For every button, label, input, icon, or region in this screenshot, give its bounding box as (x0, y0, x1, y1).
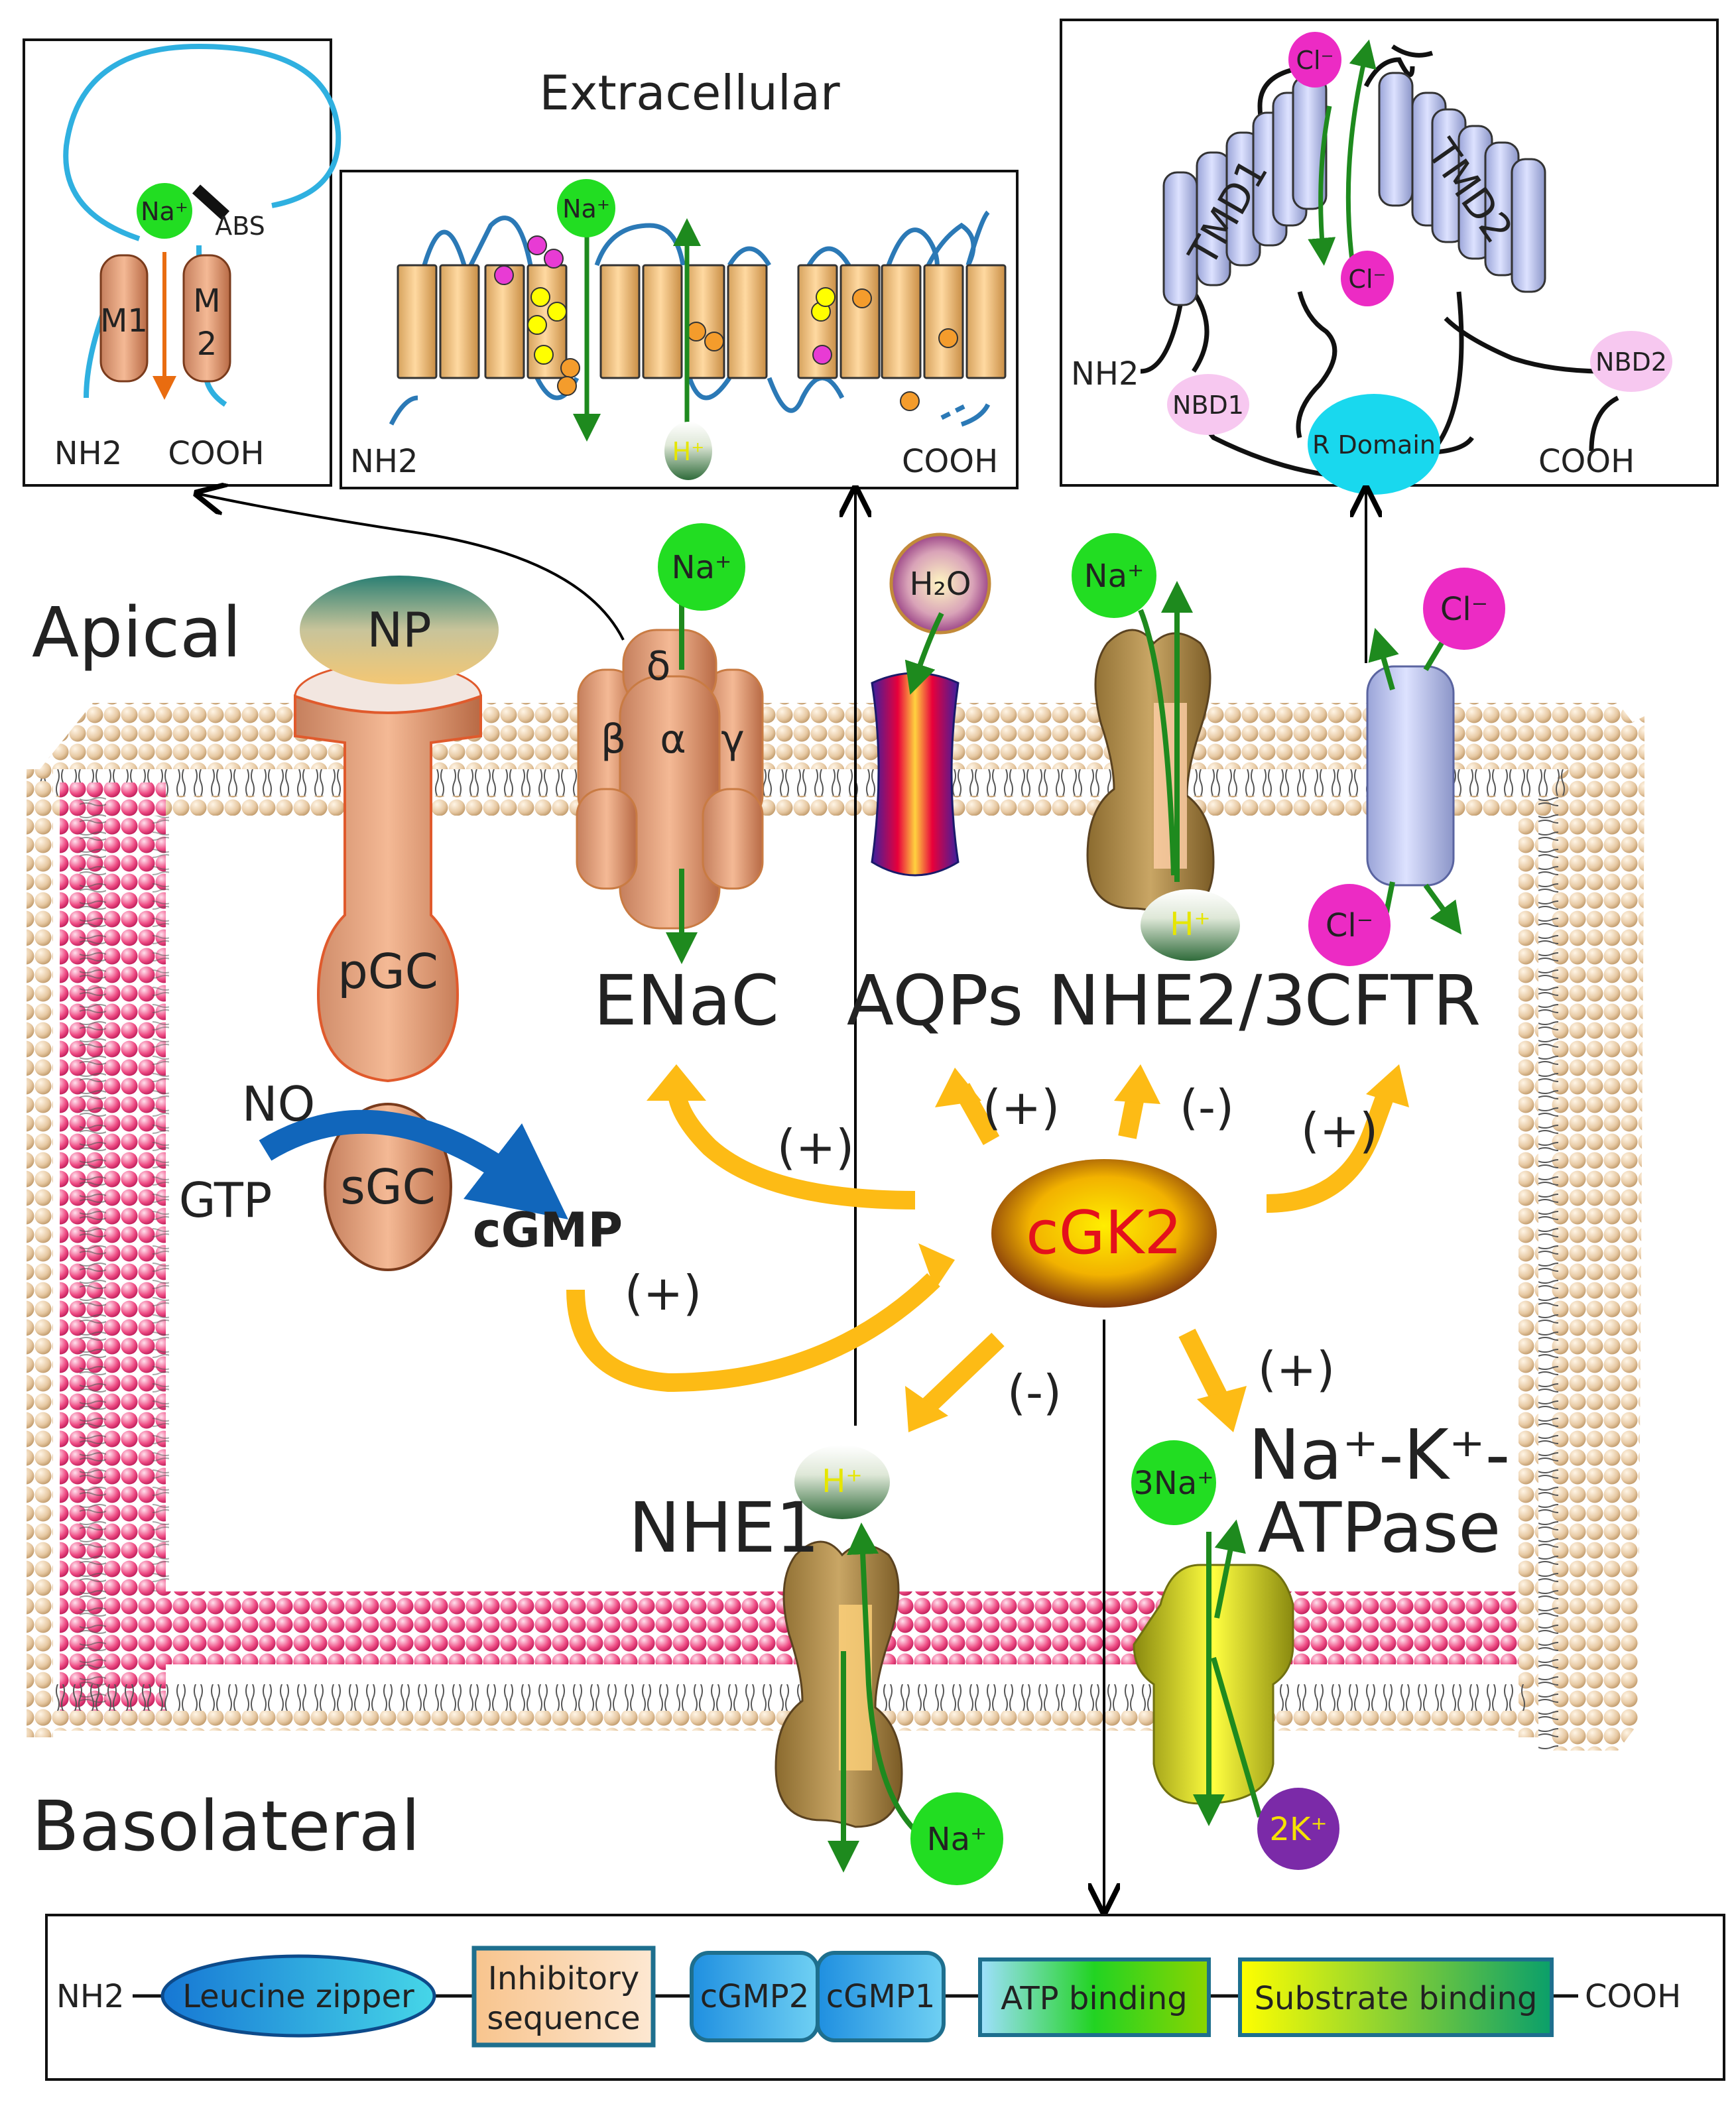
nhe23-channel: Na⁺ H⁺ NHE2/3 (1048, 533, 1306, 1041)
enac-delta-label: δ (647, 643, 671, 690)
sgc-enzyme: sGC NO GTP cGMP (179, 1076, 623, 1271)
enac-na-label: Na⁺ (672, 549, 732, 586)
effect-nak: (+) (1258, 1341, 1335, 1397)
cftr-label: CFTR (1304, 960, 1481, 1041)
asic-na-label: Na⁺ (141, 197, 188, 226)
cgk2-label: cGK2 (1026, 1198, 1182, 1268)
basolateral-label: Basolateral (32, 1786, 420, 1867)
domain-nh2: NH2 (56, 1978, 125, 2015)
asic-abs-label: ABS (215, 212, 265, 241)
effect-nhe1: (-) (1007, 1365, 1062, 1420)
cftr-inset-cl-mid: Cl⁻ (1348, 265, 1386, 294)
nhe1-h-label: H⁺ (822, 1463, 862, 1500)
pgc-receptor: NP pGC (294, 576, 499, 1083)
asic-nh2-label: NH2 (54, 435, 123, 472)
apical-label: Apical (32, 592, 241, 673)
enac-topology-inset: Na⁺ H⁺ NH2 COOH (340, 170, 1019, 489)
nbd1-label: NBD1 (1172, 391, 1244, 420)
cgk2-domain-bar: NH2 Leucine zipper Inhibitory sequence c… (45, 1914, 1725, 2081)
enac-inset-na-label: Na⁺ (562, 194, 610, 223)
enac-gamma-label: γ (721, 716, 745, 763)
effect-cgmp-cgk2: (+) (625, 1265, 702, 1321)
nhe23-label: NHE2/3 (1048, 960, 1306, 1041)
enac-inset-h-label: H⁺ (672, 437, 705, 466)
aqps-label: AQPs (847, 960, 1023, 1041)
cgk2-kinase: cGK2 (991, 1159, 1217, 1308)
effect-cftr: (+) (1301, 1103, 1379, 1158)
nbd2-label: NBD2 (1595, 347, 1667, 377)
domain-cgmp2: cGMP2 (700, 1978, 809, 2015)
effect-arrowheads (647, 1064, 1409, 1432)
domain-inhib-1: Inhibitory (488, 1960, 639, 1997)
domain-substrate: Substrate binding (1255, 1980, 1538, 2017)
nhe23-na-label: Na⁺ (1084, 558, 1145, 595)
enac-beta-label: β (601, 716, 626, 763)
asic-cooh-label: COOH (168, 435, 264, 472)
effect-aqps: (+) (983, 1080, 1060, 1135)
aqp-channel: H₂O AQPs (847, 532, 1023, 1041)
cftr-topology-inset: TMD1 TMD2 Cl⁻ Cl⁻ NH2 NBD1 NBD2 R Domain… (1060, 19, 1719, 495)
nhe23-h-label: H⁺ (1170, 906, 1210, 943)
nhe1-na-label: Na⁺ (927, 1821, 987, 1858)
pgc-label: pGC (338, 944, 438, 999)
effect-nhe23: (-) (1180, 1080, 1234, 1135)
enac-inset-nh2-label: NH2 (350, 443, 418, 480)
nak-label-line1: Na⁺-K⁺- (1249, 1414, 1511, 1495)
no-label: NO (242, 1076, 316, 1132)
nak-label-line2: ATPase (1258, 1487, 1501, 1568)
np-label: NP (367, 602, 431, 658)
inset-connectors (199, 491, 1366, 1910)
domain-inhib-2: sequence (487, 2000, 640, 2037)
cftr-cl-in-label: Cl⁻ (1326, 907, 1373, 944)
nak-3na-label: 3Na⁺ (1133, 1465, 1213, 1502)
r-domain-label: R Domain (1312, 430, 1436, 460)
cftr-inset-cooh: COOH (1538, 443, 1635, 480)
enac-alpha-label: α (660, 716, 686, 763)
asic-m2-label-b: 2 (197, 326, 217, 363)
domain-cgmp1: cGMP1 (826, 1978, 935, 2015)
domain-leucine: Leucine zipper (182, 1978, 414, 2015)
nak-atpase: 3Na⁺ 2K⁺ Na⁺-K⁺- ATPase (1131, 1414, 1510, 1870)
domain-cooh: COOH (1585, 1978, 1681, 2015)
enac-inset-cooh-label: COOH (902, 443, 998, 480)
cgmp-label: cGMP (473, 1202, 623, 1258)
cftr-cl-out-label: Cl⁻ (1440, 591, 1488, 628)
asic-inset: Na⁺ ABS M1 M 2 NH2 COOH (23, 38, 341, 487)
enac-channel: Na⁺ δ β α γ ENaC (576, 523, 779, 1041)
extracellular-label: Extracellular (539, 65, 840, 121)
nak-2k-label: 2K⁺ (1269, 1811, 1327, 1848)
sgc-label: sGC (340, 1159, 436, 1215)
enac-label: ENaC (593, 960, 779, 1041)
nhe1-label: NHE1 (629, 1487, 820, 1568)
effect-enac: (+) (777, 1119, 855, 1175)
asic-m2-label-a: M (193, 282, 220, 320)
h2o-label: H₂O (909, 566, 971, 603)
cftr-inset-nh2: NH2 (1071, 355, 1139, 393)
gtp-label: GTP (179, 1172, 273, 1228)
nhe1-channel: H⁺ Na⁺ NHE1 (629, 1445, 1003, 1885)
asic-m1-label: M1 (100, 302, 148, 340)
cftr-inset-cl-top: Cl⁻ (1296, 46, 1333, 75)
cftr-channel: Cl⁻ Cl⁻ CFTR (1304, 568, 1505, 1041)
domain-atp: ATP binding (1001, 1980, 1188, 2017)
